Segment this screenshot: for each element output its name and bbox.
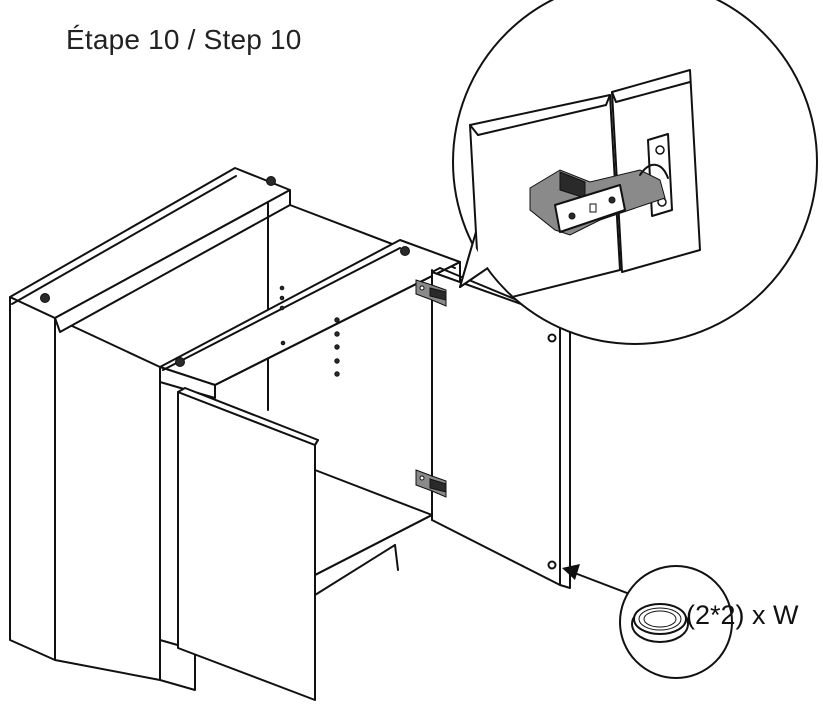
step-title: Étape 10 / Step 10 — [66, 24, 302, 55]
right-door — [431, 267, 571, 589]
felt-bumper-pad-icon — [631, 603, 689, 643]
upper-hinge-icon — [415, 279, 447, 307]
lower-hinge-icon — [415, 469, 447, 498]
hinge-detail-callout — [452, 0, 818, 345]
bumper-pad-quantity: (2*2) x W — [686, 600, 799, 630]
left-door — [177, 387, 319, 701]
